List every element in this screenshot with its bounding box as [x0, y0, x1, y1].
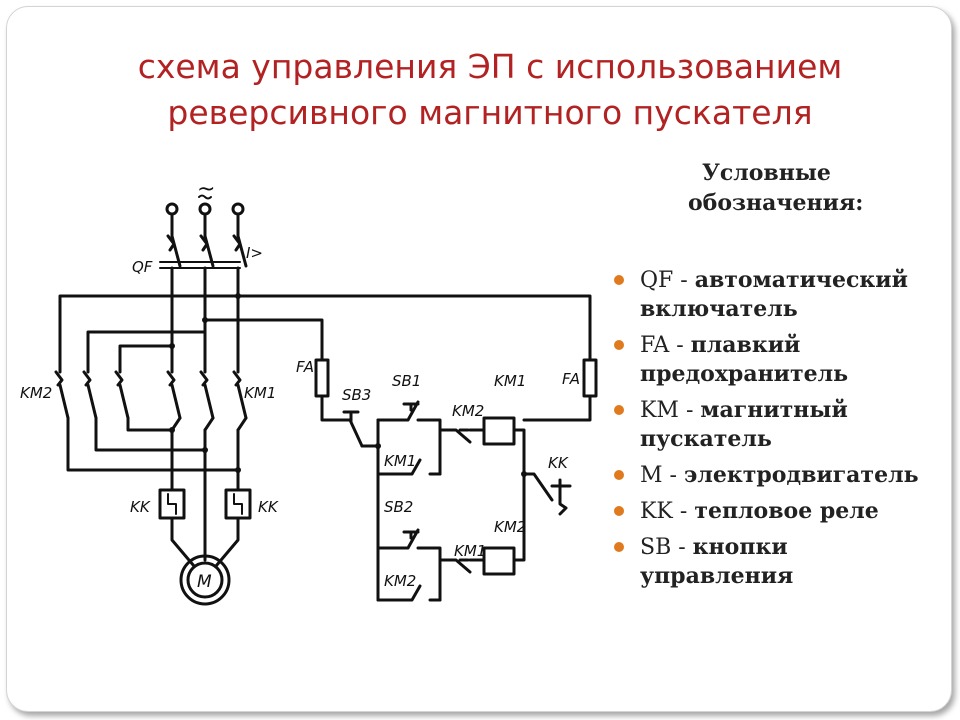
fa-right-label: FA [562, 370, 580, 388]
bullet-icon [614, 470, 624, 480]
legend-item-sb: SB - кнопки управления [612, 533, 932, 591]
bullet-icon [614, 275, 624, 285]
km2-coil-label: KM2 [494, 518, 526, 536]
km2-contact-2 [82, 370, 98, 420]
title-line-1: схема управления ЭП с использованием [137, 47, 843, 86]
reverse-feed-outer [58, 294, 240, 374]
reverse-feed-inner [118, 344, 174, 374]
km1-interlock-bottom [438, 558, 472, 574]
km2-coil-out [512, 472, 526, 562]
overcurrent-label: I> [246, 244, 263, 262]
km1-coil [482, 416, 516, 446]
sb2-label: SB2 [384, 498, 413, 516]
qf-label: QF [132, 258, 153, 276]
bullet-icon [614, 506, 624, 516]
km1-coil-out [512, 428, 526, 476]
motor-outer [179, 554, 231, 606]
node-8 [521, 471, 527, 477]
qf-contact-3 [232, 234, 248, 268]
fa-left-down [320, 394, 352, 422]
fa-right-fuse [582, 358, 598, 398]
circuit-diagram: ~ QF I> KM2 KM1 KK KK [20, 177, 598, 606]
fa-left-fuse [314, 358, 330, 398]
legend-list: QF - автоматический включатель FA - плав… [612, 266, 932, 598]
kk-heater-right-inner [233, 493, 243, 515]
km1-contact-3 [232, 370, 248, 420]
kk-left-label: KK [130, 498, 151, 516]
km1-main-label: KM1 [244, 384, 276, 402]
ac-symbol-mid [198, 194, 212, 200]
cross-1 [66, 416, 240, 472]
km2-hold-contact [376, 584, 442, 602]
node-2 [202, 317, 208, 323]
km1-interlock-bottom-label: KM1 [454, 542, 486, 560]
kk-right-label: KK [258, 498, 279, 516]
legend-heading-line-2: обозначения: [688, 190, 864, 216]
title-line-2: реверсивного магнитного пускателя [167, 93, 813, 132]
sb1-button [376, 400, 420, 422]
node-4 [169, 427, 175, 433]
node-6 [235, 467, 241, 473]
cross-3 [126, 416, 174, 432]
km2-hold-label: KM2 [384, 572, 416, 590]
km2-main-label: KM2 [20, 384, 52, 402]
km1-hold-contact [376, 458, 442, 476]
bullet-icon [614, 405, 624, 415]
kk-control-contact [522, 472, 572, 516]
legend-heading: Условные обозначения: [686, 158, 863, 218]
sb2-button [376, 528, 420, 550]
km2-interlock-top-label: KM2 [452, 402, 484, 420]
sb3-out [360, 444, 380, 602]
node-3 [169, 343, 175, 349]
motor-lead-3 [214, 516, 240, 568]
bullet-icon [614, 340, 624, 350]
node-5 [202, 447, 208, 453]
slide-frame [6, 6, 952, 712]
legend-item-fa: FA - плавкий предохранитель [612, 331, 932, 389]
legend-item-m: M - электродвигатель [612, 461, 932, 490]
kk-control-label: KK [548, 454, 569, 472]
legend-heading-line-1: Условные [702, 160, 831, 186]
km1-contact-1 [166, 370, 182, 420]
motor-label: M [197, 572, 212, 592]
node-1 [235, 293, 241, 299]
km2-contact-3 [114, 370, 130, 420]
legend-item-kk: KK - тепловое реле [612, 497, 932, 526]
sb1-label: SB1 [392, 372, 421, 390]
km2-coil [482, 546, 516, 576]
km1-contact-2 [199, 370, 215, 420]
km2-interlock-top [438, 428, 472, 444]
bullet-icon [614, 542, 624, 552]
fa-right-down [522, 394, 592, 422]
out-2 [203, 416, 215, 432]
km2-contact-1 [54, 370, 70, 420]
legend-item-qf: QF - автоматический включатель [612, 266, 932, 324]
motor-inner [186, 561, 224, 599]
control-bus-left [203, 318, 324, 362]
sb2-out [416, 546, 442, 562]
motor-lead-1 [170, 516, 196, 568]
reverse-feed-mid [86, 330, 207, 374]
fa-left-label: FA [296, 358, 314, 376]
sb3-button [342, 410, 364, 448]
sb1-out [416, 418, 442, 432]
cross-2 [94, 416, 207, 452]
legend-item-km: KM - магнитный пускатель [612, 396, 932, 454]
control-bus-top [236, 294, 592, 362]
out-3 [236, 416, 248, 432]
slide-title: схема управления ЭП с использованием рев… [60, 44, 920, 136]
km1-coil-label: KM1 [494, 372, 526, 390]
kk-heater-left-inner [167, 493, 177, 515]
km1-hold-label: KM1 [384, 452, 416, 470]
sb3-label: SB3 [342, 386, 371, 404]
